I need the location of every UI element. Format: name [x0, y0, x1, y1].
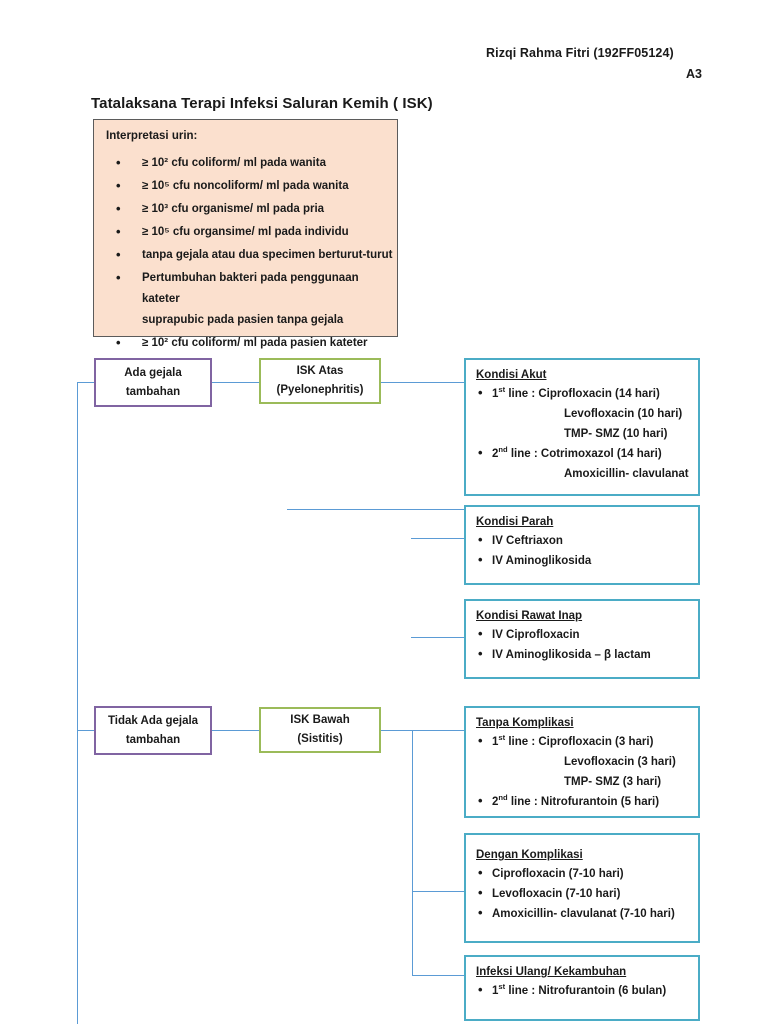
class-label: A3 [686, 67, 702, 81]
connector-to-recurrent [412, 975, 465, 977]
list-item: ≥ 10⁵ cfu noncoliform/ ml pada wanita [94, 175, 397, 197]
list-item: 1st line : Nitrofurantoin (6 bulan) [476, 980, 690, 1001]
treatment-list: 1st line : Ciprofloxacin (3 hari) Levofl… [476, 731, 690, 812]
treatment-list: IV Ceftriaxon IV Aminoglikosida [476, 530, 690, 571]
list-item: 2nd line : Nitrofurantoin (5 hari) [476, 791, 690, 812]
ordinal-suffix: nd [498, 793, 508, 803]
treatment-heading: Kondisi Parah [476, 516, 554, 528]
connector-no-to-lower [212, 730, 259, 732]
treatment-subline: TMP- SMZ (10 hari) [564, 428, 668, 440]
treatment-heading: Kondisi Rawat Inap [476, 610, 583, 622]
list-item: ≥ 10² cfu coliform/ ml pada pasien katet… [94, 332, 397, 354]
treatment-subline: Levofloxacin (3 hari) [564, 756, 676, 768]
node-label-line1: ISK Bawah [290, 714, 350, 726]
treatment-box-dengan-komplikasi[interactable]: Dengan Komplikasi Ciprofloxacin (7-10 ha… [464, 833, 700, 943]
author-name: Rizqi Rahma Fitri (192FF05124) [486, 46, 674, 60]
connector-to-severe-short [411, 538, 464, 540]
list-item: IV Aminoglikosida – β lactam [476, 644, 690, 665]
list-item: IV Ceftriaxon [476, 530, 690, 551]
treatment-box-kondisi-parah[interactable]: Kondisi Parah IV Ceftriaxon IV Aminoglik… [464, 505, 700, 585]
treatment-list: 1st line : Ciprofloxacin (14 hari) Levof… [476, 383, 690, 484]
node-ada-gejala[interactable]: Ada gejala tambahan [94, 358, 212, 407]
list-item: Amoxicillin- clavulanat (7-10 hari) [476, 903, 690, 924]
node-label-line2: tambahan [125, 733, 181, 746]
treatment-list: Ciprofloxacin (7-10 hari) Levofloxacin (… [476, 863, 690, 924]
treatment-subline: TMP- SMZ (3 hari) [564, 776, 662, 788]
treatment-box-kondisi-rawat-inap[interactable]: Kondisi Rawat Inap IV Ciprofloxacin IV A… [464, 599, 700, 679]
list-item: Pertumbuhan bakteri pada penggunaan kate… [94, 267, 397, 331]
treatment-heading: Infeksi Ulang/ Kekambuhan [476, 966, 627, 978]
node-label-line1: Tidak Ada gejala [107, 714, 199, 727]
node-tidak-ada-gejala[interactable]: Tidak Ada gejala tambahan [94, 706, 212, 755]
treatment-heading: Dengan Komplikasi [476, 849, 583, 861]
node-label-line2: (Sistitis) [297, 733, 343, 745]
list-item: Levofloxacin (7-10 hari) [476, 883, 690, 904]
list-item: IV Ciprofloxacin [476, 624, 690, 645]
connector-yes-to-upper [212, 382, 259, 384]
treatment-box-kondisi-akut[interactable]: Kondisi Akut 1st line : Ciprofloxacin (1… [464, 358, 700, 496]
treatment-heading: Tanpa Komplikasi [476, 717, 574, 729]
treatment-heading: Kondisi Akut [476, 369, 547, 381]
connector-lower-branch-trunk [412, 730, 414, 976]
list-item: Ciprofloxacin (7-10 hari) [476, 863, 690, 884]
urine-interpretation-box: Interpretasi urin: ≥ 10² cfu coliform/ m… [93, 119, 398, 353]
connector-upper-to-acute [381, 382, 464, 384]
list-item: 1st line : Ciprofloxacin (3 hari) Levofl… [476, 731, 690, 792]
node-label-line2: tambahan [125, 385, 181, 398]
connector-to-symptom-yes [77, 382, 94, 384]
list-item: 2nd line : Cotrimoxazol (14 hari) Amoxic… [476, 443, 690, 484]
list-item: ≥ 10⁵ cfu organsime/ ml pada individu [94, 221, 397, 243]
node-isk-bawah[interactable]: ISK Bawah (Sistitis) [259, 707, 381, 753]
treatment-subline: Amoxicillin- clavulanat [564, 468, 689, 480]
ordinal-suffix: st [498, 733, 506, 743]
node-label-line1: ISK Atas [296, 365, 344, 377]
treatment-list: 1st line : Nitrofurantoin (6 bulan) [476, 980, 690, 1001]
node-label-line2: (Pyelonephritis) [276, 384, 364, 396]
node-isk-atas[interactable]: ISK Atas (Pyelonephritis) [259, 358, 381, 404]
ordinal-suffix: st [498, 385, 506, 395]
list-item: ≥ 10² cfu coliform/ ml pada wanita [94, 152, 397, 174]
interpretation-list: ≥ 10² cfu coliform/ ml pada wanita ≥ 10⁵… [94, 152, 397, 356]
list-item: ≥ 10³ cfu organisme/ ml pada pria [94, 198, 397, 220]
connector-to-inpatient [411, 637, 464, 639]
interpretation-heading: Interpretasi urin: [106, 130, 198, 142]
treatment-box-infeksi-ulang[interactable]: Infeksi Ulang/ Kekambuhan 1st line : Nit… [464, 955, 700, 1021]
connector-to-complicated [412, 891, 465, 893]
ordinal-suffix: nd [498, 445, 508, 455]
treatment-subline: Levofloxacin (10 hari) [564, 408, 683, 420]
treatment-list: IV Ciprofloxacin IV Aminoglikosida – β l… [476, 624, 690, 665]
connector-lower-to-trunk [381, 730, 464, 732]
list-item: 1st line : Ciprofloxacin (14 hari) Levof… [476, 383, 690, 444]
list-item: IV Aminoglikosida [476, 550, 690, 571]
connector-to-severe-long [287, 509, 464, 511]
node-label-line1: Ada gejala [124, 366, 182, 379]
list-item: tanpa gejala atau dua specimen berturut-… [94, 244, 397, 266]
connector-main-trunk [77, 382, 79, 1024]
treatment-box-tanpa-komplikasi[interactable]: Tanpa Komplikasi 1st line : Ciprofloxaci… [464, 706, 700, 818]
connector-to-symptom-no [77, 730, 94, 732]
ordinal-suffix: st [498, 982, 506, 992]
page-title: Tatalaksana Terapi Infeksi Saluran Kemih… [91, 95, 433, 112]
